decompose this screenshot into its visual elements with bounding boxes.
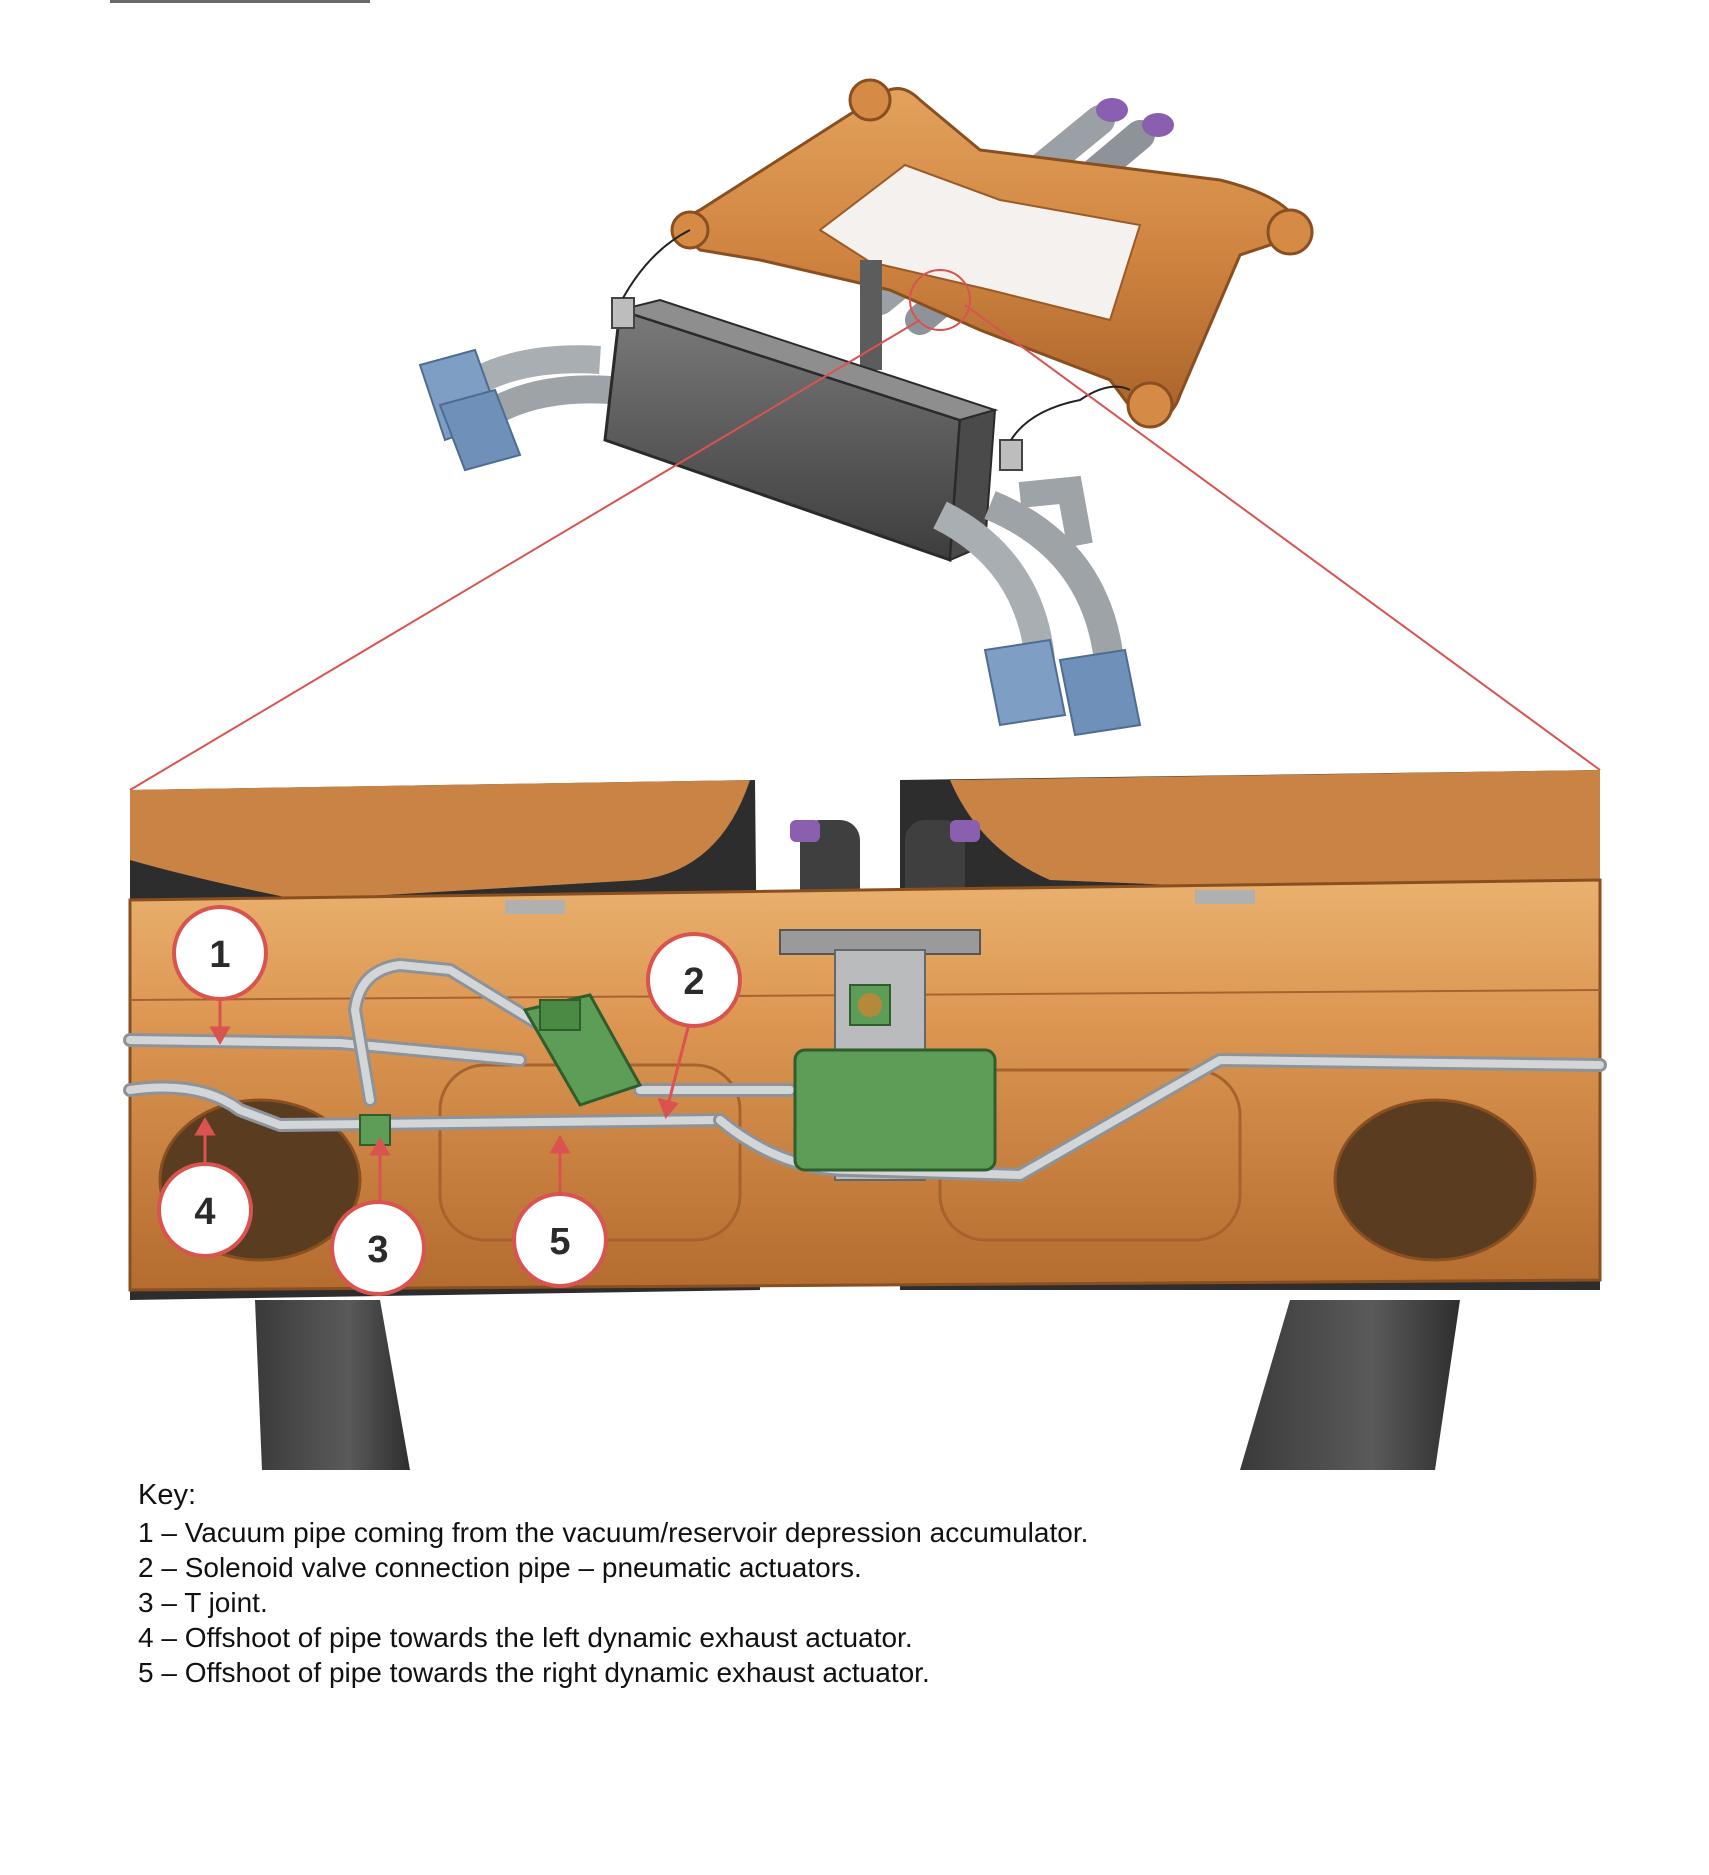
center-strut [860,260,882,370]
key-item-2: 2 – Solenoid valve connection pipe – pne… [138,1552,862,1583]
zoom-indicator [129,269,1601,791]
left-tailpipes [418,345,611,472]
exhaust-vacuum-diagram: 1 2 3 4 5 [123,78,1607,1470]
callout-5-label: 5 [549,1221,570,1263]
key-item-4: 4 – Offshoot of pipe towards the left dy… [138,1622,913,1653]
callout-1: 1 [172,905,268,1001]
rear-subframe [670,78,1314,429]
key-item-3: 3 – T joint. [138,1587,268,1618]
exhaust-actuators [611,229,1131,471]
callout-pointers [194,1000,692,1200]
callout-3: 3 [330,1200,426,1296]
muffler [603,298,999,563]
callout-4-label: 4 [194,1191,215,1233]
callout-1-label: 1 [209,934,230,976]
key-title: Key: [138,1479,197,1511]
key-list: 1 – Vacuum pipe coming from the vacuum/r… [138,1515,1338,1690]
left-support-leg [255,1300,410,1470]
callout-5: 5 [512,1192,608,1288]
key-legend: Key: 1 – Vacuum pipe coming from the vac… [138,1478,1338,1690]
overview-illustration [129,78,1601,791]
solenoid-valve [359,984,997,1172]
key-item-5: 5 – Offshoot of pipe towards the right d… [138,1657,930,1688]
top-rule [110,0,370,3]
callout-2-label: 2 [683,961,704,1003]
right-support-leg [1240,1300,1460,1470]
t-joint [359,1114,391,1146]
right-tailpipes [933,475,1142,737]
callout-4: 4 [157,1162,253,1258]
key-item-1: 1 – Vacuum pipe coming from the vacuum/r… [138,1517,1089,1548]
callout-2: 2 [646,932,742,1028]
detail-illustration: 1 2 3 4 5 [123,770,1607,1470]
callout-3-label: 3 [367,1229,388,1271]
